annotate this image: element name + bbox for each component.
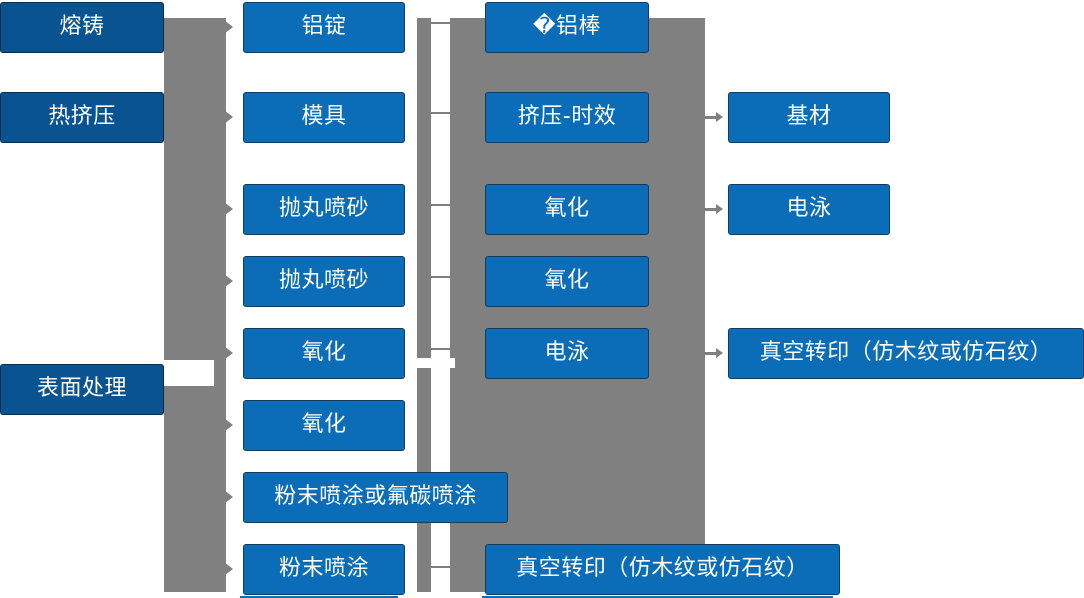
node-hot-extrusion[interactable]: 热挤压 (0, 89, 167, 146)
node-label: �铝棒 (532, 14, 602, 40)
node-label: 粉末喷涂 (278, 556, 369, 582)
mid-link-5 (431, 348, 451, 350)
node-vacuum-transfer-right[interactable]: 真空转印（仿木纹或仿石纹） (725, 325, 1084, 382)
node-label: 熔铸 (59, 14, 105, 40)
surface-treatment-stub (163, 388, 189, 391)
node-label: 抛丸喷砂 (278, 196, 369, 222)
node-aluminum-ingot[interactable]: 铝锭 (240, 0, 408, 56)
node-shot-blasting-2[interactable]: 抛丸喷砂 (240, 253, 408, 310)
node-melting-casting[interactable]: 熔铸 (0, 0, 167, 56)
right-arrow-2 (716, 204, 723, 214)
left-arrow-7 (224, 490, 233, 504)
left-arrow-4 (224, 274, 233, 288)
left-arrow-1 (224, 20, 233, 34)
right-arrow-stem-3 (705, 352, 717, 355)
node-label: 电泳 (786, 196, 832, 222)
node-electrophoresis-c4[interactable]: 电泳 (725, 181, 893, 238)
node-electrophoresis-c3[interactable]: 电泳 (482, 325, 652, 382)
mid-link-3 (431, 204, 451, 206)
node-oxidation-c2-2[interactable]: 氧化 (240, 397, 408, 454)
left-arrow-6 (224, 418, 233, 432)
node-label: 氧化 (544, 196, 590, 222)
node-label: 粉末喷涂或氟碳喷涂 (274, 484, 477, 510)
right-arrow-stem-1 (705, 116, 717, 119)
node-powder-or-fluorocarbon-coating[interactable]: 粉末喷涂或氟碳喷涂 (240, 469, 511, 526)
mid-thin-break (415, 358, 455, 368)
right-arrow-stem-2 (705, 208, 717, 211)
node-label: 氧化 (544, 268, 590, 294)
left-arrow-5 (224, 346, 233, 360)
node-label: 氧化 (301, 412, 347, 438)
node-powder-coating[interactable]: 粉末喷涂 (240, 541, 408, 598)
node-label: 模具 (301, 104, 347, 130)
node-label: 真空转印（仿木纹或仿石纹） (759, 340, 1053, 366)
node-label: 电泳 (544, 340, 590, 366)
node-oxidation-c2-1[interactable]: 氧化 (240, 325, 408, 382)
node-label: 真空转印（仿木纹或仿石纹） (516, 556, 809, 582)
node-vacuum-transfer-bottom[interactable]: 真空转印（仿木纹或仿石纹） (482, 541, 843, 598)
node-label: 氧化 (301, 340, 347, 366)
node-label: 抛丸喷砂 (278, 268, 369, 294)
node-shot-blasting-1[interactable]: 抛丸喷砂 (240, 181, 408, 238)
node-oxidation-c3-1[interactable]: 氧化 (482, 181, 652, 238)
node-mold[interactable]: 模具 (240, 89, 408, 146)
node-label: 铝锭 (301, 14, 347, 40)
mid-link-1 (431, 22, 451, 24)
left-trunk-notch (164, 360, 214, 386)
node-oxidation-c3-2[interactable]: 氧化 (482, 253, 652, 310)
node-label: 表面处理 (36, 376, 127, 402)
node-label: 热挤压 (48, 104, 116, 130)
mid-link-4 (431, 276, 451, 278)
mid-link-6 (431, 566, 451, 568)
node-surface-treatment[interactable]: 表面处理 (0, 361, 167, 418)
right-arrow-3 (716, 348, 723, 358)
left-trunk-connector (164, 18, 226, 592)
left-arrow-8 (224, 562, 233, 576)
node-base-material[interactable]: 基材 (725, 89, 893, 146)
node-label: 挤压-时效 (517, 104, 617, 130)
left-arrow-3 (224, 202, 233, 216)
node-label: 基材 (786, 104, 832, 130)
right-arrow-1 (716, 112, 723, 122)
left-arrow-2 (224, 110, 233, 124)
mid-link-2 (431, 112, 451, 114)
middle-thin-connector (417, 18, 431, 592)
node-extrusion-aging[interactable]: 挤压-时效 (482, 89, 652, 146)
node-aluminum-bar[interactable]: �铝棒 (482, 0, 652, 56)
